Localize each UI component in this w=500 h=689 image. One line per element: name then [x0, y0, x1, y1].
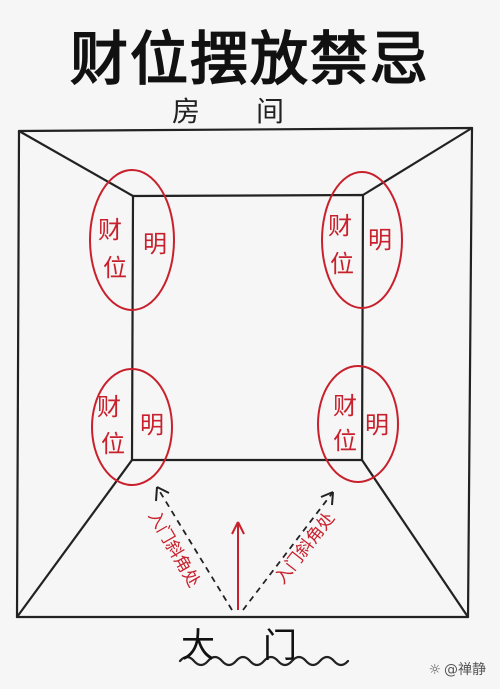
zone-text-wei: 位 [330, 250, 354, 278]
corner-line-top-right [361, 126, 474, 197]
wealth-zone-circle-top-right [321, 171, 403, 309]
center-arrow-head [231, 521, 245, 535]
wealth-zone-circle-top-left [89, 169, 175, 311]
zone-text-wei: 位 [101, 430, 125, 458]
zone-text-ming: 明 [368, 226, 392, 254]
corner-line-bottom-right [360, 458, 470, 619]
door-label: 大门 [181, 626, 345, 666]
corner-line-bottom-left [15, 458, 134, 619]
watermark-icon: ☼ [428, 662, 441, 678]
wealth-zone-circle-bottom-right [317, 365, 399, 483]
zone-text-ming: 明 [365, 411, 389, 439]
wealth-zone-circle-bottom-left [91, 368, 173, 486]
zone-text-cai: 财 [333, 392, 357, 420]
room-label: 房间 [172, 95, 341, 128]
right-arrow-text: 入门斜角处 [271, 509, 339, 588]
zone-text-ming: 明 [143, 230, 167, 258]
zone-text-wei: 位 [333, 427, 357, 455]
corner-line-top-left [17, 129, 135, 198]
page-title: 财位摆放禁忌 [69, 25, 430, 93]
zone-text-wei: 位 [103, 254, 127, 282]
left-dashed-arrow [156, 486, 233, 611]
outer-wall [15, 126, 474, 619]
zone-text-cai: 财 [328, 212, 352, 240]
zone-text-ming: 明 [140, 411, 164, 439]
door-wave-line [178, 655, 350, 667]
watermark: ☼@禅静 [428, 659, 486, 679]
watermark-text: @禅静 [444, 662, 486, 678]
zone-text-cai: 财 [98, 216, 122, 244]
zone-text-cai: 财 [97, 393, 121, 421]
right-dashed-arrow [242, 491, 334, 611]
right-arrow-head [320, 491, 334, 506]
left-arrow-head [155, 486, 170, 502]
